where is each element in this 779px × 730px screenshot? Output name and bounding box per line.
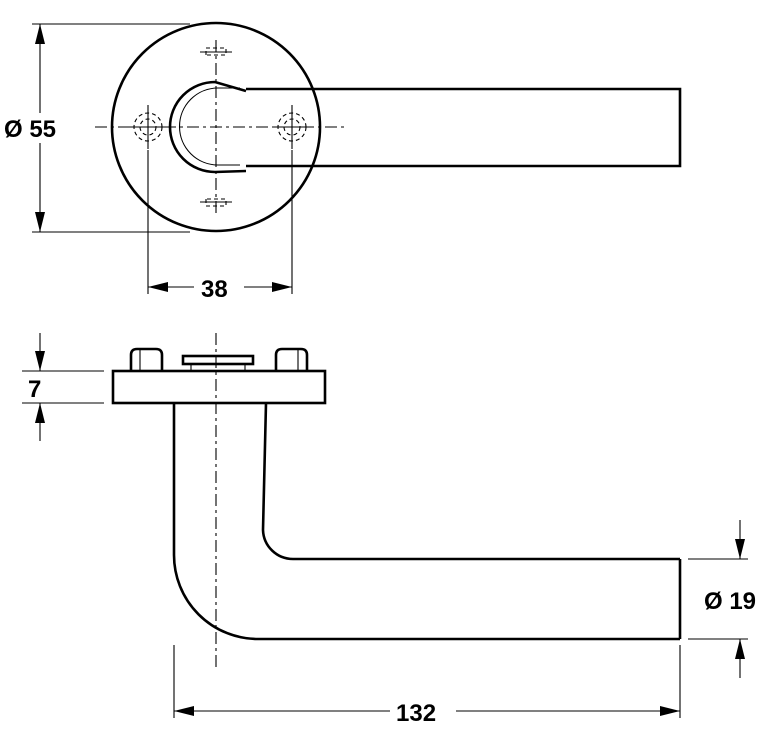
- pin-marker-top: [200, 47, 232, 56]
- side-view: 7 Ø 19 132: [22, 333, 776, 727]
- dimension-lever-diameter: Ø 19: [688, 520, 776, 678]
- lever-neck-ring-inner: [178, 87, 240, 166]
- dimension-lever-diameter-label: Ø 19: [704, 588, 756, 615]
- pin-marker-bottom: [200, 198, 232, 207]
- screw-hole-left: [130, 105, 166, 149]
- dimension-screw-spacing: 38: [147, 150, 293, 303]
- dimension-rose-thickness: 7: [22, 333, 104, 441]
- screw-hole-right: [274, 105, 310, 149]
- dimension-rose-diameter: Ø 55: [2, 23, 190, 233]
- lever-top-outline: [246, 87, 682, 168]
- screw-head-left: [129, 347, 164, 371]
- rose-plate: [111, 369, 327, 405]
- dimension-lever-length: 132: [173, 645, 681, 727]
- dimension-rose-thickness-label: 7: [28, 376, 41, 403]
- dimension-rose-diameter-label: Ø 55: [4, 116, 56, 143]
- lever-side-outline-outer: [172, 403, 680, 641]
- lever-side-outline-inner: [261, 402, 680, 561]
- dimension-screw-spacing-label: 38: [201, 276, 228, 303]
- screw-head-right: [274, 347, 309, 371]
- spring-cap: [181, 354, 255, 366]
- dimension-lever-length-label: 132: [396, 700, 436, 727]
- top-view: Ø 55 38: [2, 21, 682, 303]
